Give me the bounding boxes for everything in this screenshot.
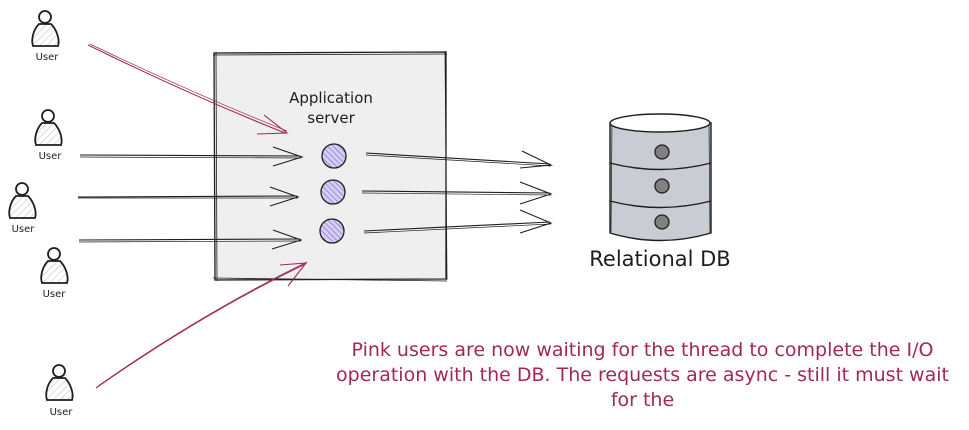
user-label: User	[36, 52, 60, 63]
db-arrow-1	[365, 150, 554, 169]
user-label: User	[39, 151, 63, 162]
annotation-note: Pink users are now waiting for the threa…	[336, 339, 949, 411]
person-icon	[45, 364, 74, 401]
thread-circle-icon	[319, 218, 345, 244]
thread-2	[320, 179, 346, 205]
request-arrow-2	[77, 186, 300, 207]
person-icon	[8, 182, 37, 219]
user-label: User	[43, 289, 67, 300]
user-4: User	[40, 247, 69, 300]
database-cylinder-icon	[609, 113, 712, 242]
thread-3	[319, 218, 345, 244]
user-3: User	[8, 182, 37, 235]
thread-circle-icon	[321, 143, 347, 169]
database-label: Relational DB	[589, 247, 730, 271]
waiting-request-arrow-top	[87, 43, 289, 135]
db-arrow-2	[361, 181, 553, 205]
db-layer-knob	[654, 144, 670, 160]
user-label: User	[12, 224, 36, 235]
db-layer-knob	[654, 214, 670, 230]
person-icon	[34, 109, 63, 146]
person-icon	[31, 10, 60, 47]
user-2: User	[34, 109, 63, 162]
request-arrow-3	[78, 229, 303, 250]
db-arrow-3	[363, 209, 553, 234]
user-label: User	[50, 407, 74, 418]
request-arrow-1	[79, 146, 304, 167]
user-5: User	[45, 364, 74, 418]
thread-circle-icon	[320, 179, 346, 205]
db-layer-knob	[654, 178, 670, 194]
waiting-request-arrow-bottom	[95, 261, 308, 389]
thread-1	[321, 143, 347, 169]
user-1: User	[31, 10, 60, 63]
server-title-line1: Application	[289, 89, 373, 107]
server-title-line2: server	[307, 109, 355, 127]
person-icon	[40, 247, 69, 284]
